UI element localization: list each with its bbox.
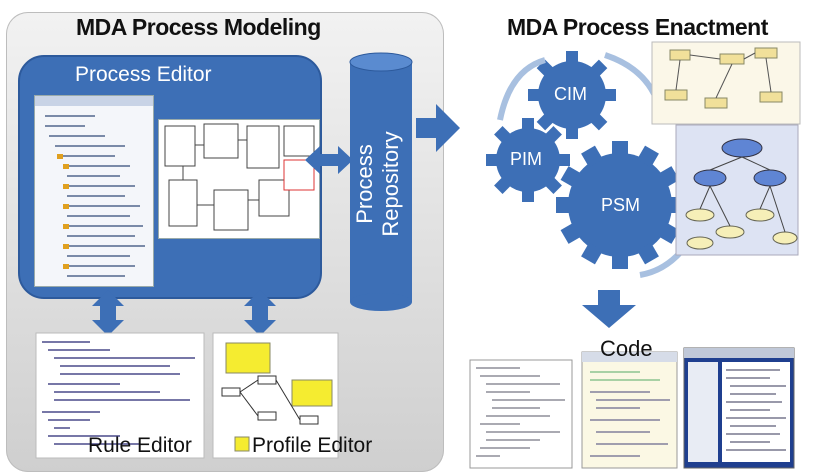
profile-editor-diagram bbox=[212, 332, 339, 459]
editor-profile-arrow bbox=[244, 290, 276, 336]
gear-psm-label: PSM bbox=[601, 195, 641, 215]
repository-line-2: Repository bbox=[378, 131, 403, 237]
gear-pim-label: PIM bbox=[510, 149, 543, 169]
modeling-title: MDA Process Modeling bbox=[76, 14, 321, 40]
repository-cylinder bbox=[349, 52, 413, 311]
tree-lines bbox=[35, 96, 153, 277]
editor-repo-arrow bbox=[305, 146, 353, 174]
process-editor-box: Process Editor bbox=[18, 55, 322, 299]
gears bbox=[486, 51, 684, 269]
uml-diagram bbox=[164, 123, 315, 231]
enactment-code-arrow bbox=[582, 290, 636, 328]
rule-editor-label: Rule Editor bbox=[88, 434, 192, 457]
code-title: Code bbox=[600, 336, 653, 361]
repo-enactment-arrow bbox=[416, 104, 460, 152]
gear-cim-label: CIM bbox=[554, 84, 587, 104]
editor-tree-screenshot bbox=[34, 95, 154, 287]
profile-editor-label: Profile Editor bbox=[252, 434, 373, 457]
enactment-screenshot-bottom bbox=[675, 124, 799, 256]
process-editor-title: Process Editor bbox=[75, 63, 212, 86]
editor-rule-arrow bbox=[92, 290, 124, 336]
code-screenshots bbox=[469, 347, 795, 469]
repository-line-1: Process bbox=[352, 144, 377, 224]
editor-diagram-screenshot bbox=[158, 119, 320, 239]
enactment-screenshot-top bbox=[651, 41, 801, 125]
rule-editor-code bbox=[35, 332, 205, 459]
enactment-title: MDA Process Enactment bbox=[507, 14, 768, 40]
repository-label: Process Repository bbox=[343, 118, 419, 248]
